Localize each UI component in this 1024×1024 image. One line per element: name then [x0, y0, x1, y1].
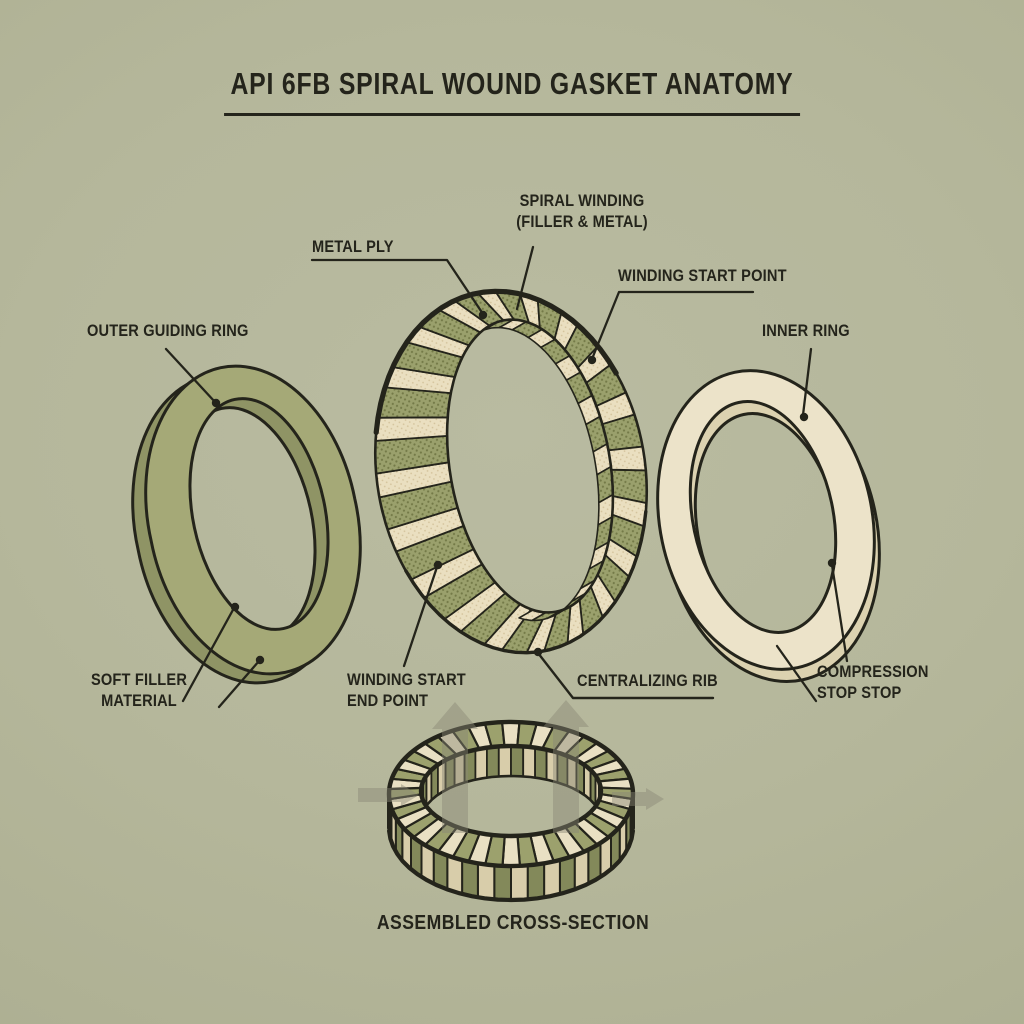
- spiral-winding-graphic: [373, 288, 649, 655]
- label-outer-guiding-ring: OUTER GUIDING RING: [87, 321, 249, 340]
- label-metal-ply: METAL PLY: [312, 237, 394, 256]
- force-arrows: [358, 700, 664, 833]
- outer-guiding-ring-graphic: [131, 364, 362, 685]
- page-title: API 6FB SPIRAL WOUND GASKET ANATOMY: [224, 66, 800, 116]
- assembled-cross-section-graphic: [386, 719, 636, 903]
- inner-ring-graphic: [656, 369, 881, 683]
- label-spiral-winding: SPIRAL WINDING (FILLER & METAL): [516, 191, 648, 232]
- leader-lines: [164, 245, 849, 709]
- label-inner-ring: INNER RING: [762, 321, 850, 340]
- label-centralizing-rib: CENTRALIZING RIB: [577, 671, 718, 690]
- label-winding-start-point: WINDING START POINT: [618, 266, 787, 285]
- label-soft-filler-material: SOFT FILLER MATERIAL: [90, 670, 188, 711]
- assembled-cross-section-caption: ASSEMBLED CROSS-SECTION: [376, 912, 650, 934]
- label-winding-start-end-point: WINDING START END POINT: [347, 670, 466, 711]
- label-compression-stop: COMPRESSION STOP STOP: [817, 662, 929, 703]
